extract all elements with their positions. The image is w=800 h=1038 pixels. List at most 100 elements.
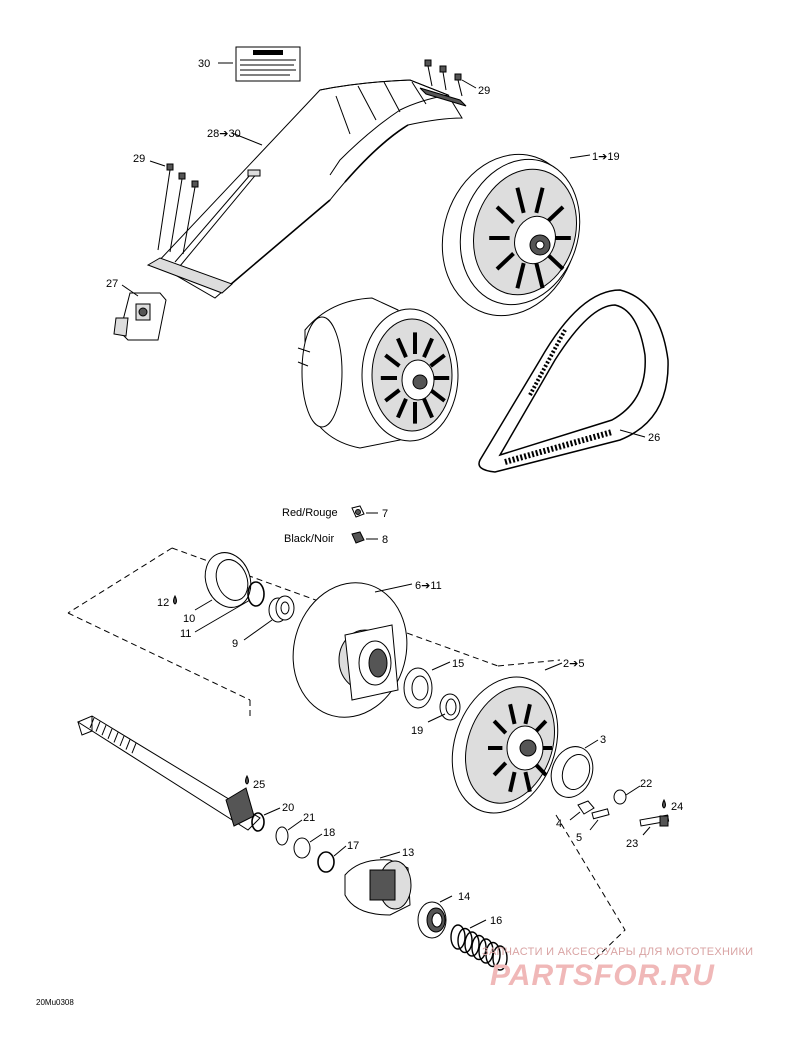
bushing	[268, 595, 295, 623]
legend-black-number: 8	[382, 534, 388, 546]
bearing-14	[417, 901, 447, 939]
pulley-rib	[429, 388, 446, 403]
guard-screws-left	[157, 163, 199, 255]
cam-hub	[344, 859, 412, 916]
callout-25: 25	[253, 779, 265, 791]
figure-code: 20Mu0308	[36, 998, 74, 1007]
callout-14: 14	[458, 891, 470, 903]
callout-20: 20	[282, 802, 294, 814]
washer-19	[439, 693, 461, 721]
callout-12: 12	[157, 597, 169, 609]
callout-21: 21	[303, 812, 315, 824]
callout-29-right: 29	[478, 85, 490, 97]
ring-18	[293, 837, 311, 859]
ring-20	[251, 812, 265, 832]
shaft-spline	[131, 743, 137, 754]
bushing-ring	[204, 552, 252, 608]
sheave-rib	[508, 703, 517, 725]
spring-coil	[492, 945, 508, 971]
sheave-rib	[508, 771, 517, 793]
drive-pulley	[297, 297, 459, 449]
spring-coil	[457, 927, 473, 954]
callout-26: 26	[648, 432, 660, 444]
sliding-sheave	[451, 676, 559, 814]
callout-27: 27	[106, 278, 118, 290]
callout-10: 10	[183, 613, 195, 625]
guard-bracket	[113, 292, 167, 341]
loctite-drop-25	[245, 774, 249, 785]
pulley-rib	[515, 262, 526, 289]
callout-23: 23	[626, 838, 638, 850]
spring-coil	[485, 941, 501, 968]
screw-5	[591, 808, 610, 820]
callout-19: 19	[411, 725, 423, 737]
callout-6-11: 6➔11	[415, 580, 442, 592]
legend-black-marker	[351, 531, 365, 544]
shaft-spline	[107, 728, 113, 739]
spring-coil	[478, 938, 494, 964]
shaft-spline	[125, 739, 131, 750]
washer-22	[613, 789, 627, 805]
spring-coil	[450, 924, 466, 950]
loctite-drop-12	[173, 594, 177, 605]
warning-decal	[235, 46, 301, 82]
callout-15: 15	[452, 658, 464, 670]
fixed-sheave	[292, 582, 408, 718]
drive-belt	[478, 289, 669, 473]
legend-red-number: 7	[382, 508, 388, 520]
callout-1-19: 1➔19	[592, 151, 620, 163]
pulley-rib	[534, 187, 545, 214]
callout-30: 30	[198, 58, 210, 70]
legend-black-label: Black/Noir	[284, 533, 334, 545]
screw-23	[639, 814, 670, 827]
spring	[450, 924, 508, 971]
shaft-spline	[95, 721, 101, 732]
pulley-rib	[384, 353, 401, 368]
sheave-rib	[492, 719, 508, 735]
shaft-spline	[119, 735, 125, 747]
driven-shaft	[76, 715, 261, 831]
shaft-spline	[113, 732, 119, 743]
guard-screws-right	[424, 59, 463, 97]
shaft-spline	[101, 725, 107, 736]
pulley-rib	[384, 388, 401, 403]
legend-red-marker	[351, 505, 365, 518]
pulley-rib	[495, 205, 515, 224]
sheave-rib	[492, 761, 508, 777]
pulley-rib	[534, 262, 545, 289]
pulley-rib	[515, 187, 526, 214]
pulley-rib	[545, 205, 565, 224]
watermark-tagline: ЗАПЧАСТИ И АКСЕССУАРЫ ДЛЯ МОТОТЕХНИКИ	[482, 946, 753, 958]
pulley-rib	[495, 252, 515, 271]
callout-11: 11	[180, 628, 191, 640]
callout-22: 22	[640, 778, 652, 790]
callout-4: 4	[556, 818, 562, 830]
spring-coil	[471, 934, 487, 961]
callout-28-30: 28➔30	[207, 128, 241, 140]
callout-24: 24	[671, 801, 683, 813]
ring-17	[317, 851, 335, 873]
callout-2-5: 2➔5	[563, 658, 584, 670]
cam	[550, 746, 594, 798]
pulley-rib	[422, 397, 434, 419]
callout-9: 9	[232, 638, 238, 650]
washer-15	[403, 667, 433, 709]
callout-13: 13	[402, 847, 414, 859]
belt-guard	[146, 79, 467, 299]
pulley-rib	[429, 353, 446, 368]
callout-16: 16	[490, 915, 502, 927]
pulley-rib	[545, 252, 565, 271]
sheave-rib	[523, 771, 532, 793]
legend-red-label: Red/Rouge	[282, 507, 338, 519]
callout-5: 5	[576, 832, 582, 844]
nut-4	[577, 800, 595, 815]
callout-3: 3	[600, 734, 606, 746]
spring-coil	[464, 931, 480, 957]
sheave-rib	[523, 703, 532, 725]
callout-17: 17	[347, 840, 359, 852]
ring-21	[275, 826, 289, 846]
pulley-rib	[422, 337, 434, 359]
shaft-spline	[89, 717, 95, 729]
callout-29-left: 29	[133, 153, 145, 165]
